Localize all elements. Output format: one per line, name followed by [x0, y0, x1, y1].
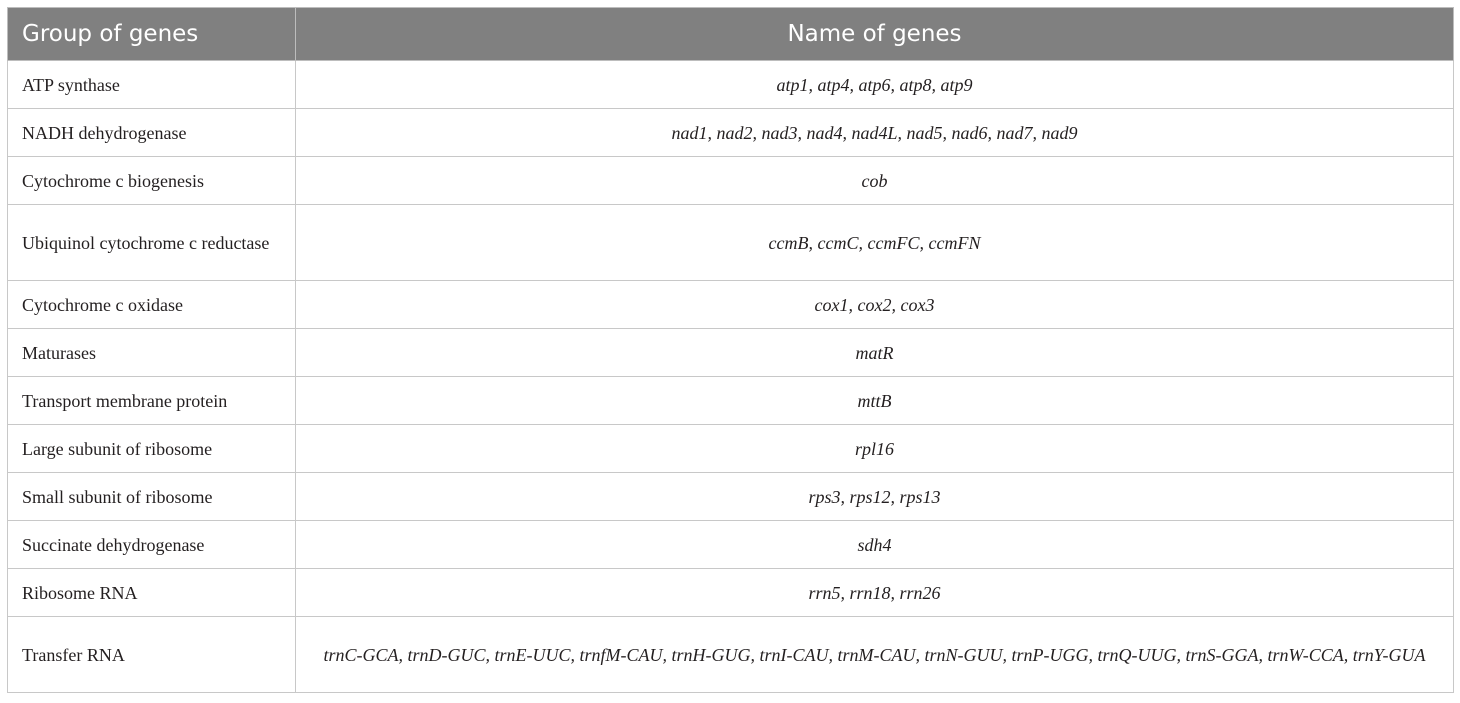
- group-cell: Transfer RNA: [7, 616, 296, 693]
- genes-cell: matR: [295, 328, 1454, 377]
- table-row: Small subunit of ribosome rps3, rps12, r…: [7, 472, 1454, 521]
- genes-cell: rps3, rps12, rps13: [295, 472, 1454, 521]
- genes-cell: atp1, atp4, atp6, atp8, atp9: [295, 60, 1454, 109]
- genes-cell: cox1, cox2, cox3: [295, 280, 1454, 329]
- table-row: Maturases matR: [7, 328, 1454, 377]
- table-row: Cytochrome c biogenesis cob: [7, 156, 1454, 205]
- genes-cell: mttB: [295, 376, 1454, 425]
- genes-cell: ccmB, ccmC, ccmFC, ccmFN: [295, 204, 1454, 281]
- header-row: Group of genes Name of genes: [7, 7, 1454, 61]
- gene-table-container: Group of genes Name of genes ATP synthas…: [7, 7, 1454, 693]
- table-row: Large subunit of ribosome rpl16: [7, 424, 1454, 473]
- group-cell: ATP synthase: [7, 60, 296, 109]
- gene-table: Group of genes Name of genes ATP synthas…: [7, 7, 1454, 693]
- group-cell: Large subunit of ribosome: [7, 424, 296, 473]
- table-row: ATP synthase atp1, atp4, atp6, atp8, atp…: [7, 60, 1454, 109]
- header-group-of-genes: Group of genes: [7, 7, 296, 61]
- genes-cell: trnC-GCA, trnD-GUC, trnE-UUC, trnfM-CAU,…: [295, 616, 1454, 693]
- genes-cell: sdh4: [295, 520, 1454, 569]
- group-cell: Succinate dehydrogenase: [7, 520, 296, 569]
- table-row: Cytochrome c oxidase cox1, cox2, cox3: [7, 280, 1454, 329]
- table-row: Transfer RNA trnC-GCA, trnD-GUC, trnE-UU…: [7, 616, 1454, 693]
- group-cell: Transport membrane protein: [7, 376, 296, 425]
- genes-cell: rrn5, rrn18, rrn26: [295, 568, 1454, 617]
- group-cell: NADH dehydrogenase: [7, 108, 296, 157]
- group-cell: Ubiquinol cytochrome c reductase: [7, 204, 296, 281]
- group-cell: Small subunit of ribosome: [7, 472, 296, 521]
- group-cell: Ribosome RNA: [7, 568, 296, 617]
- genes-cell: rpl16: [295, 424, 1454, 473]
- group-cell: Cytochrome c biogenesis: [7, 156, 296, 205]
- genes-cell: nad1, nad2, nad3, nad4, nad4L, nad5, nad…: [295, 108, 1454, 157]
- table-header: Group of genes Name of genes: [7, 7, 1454, 61]
- table-body: ATP synthase atp1, atp4, atp6, atp8, atp…: [7, 60, 1454, 693]
- header-name-of-genes: Name of genes: [295, 7, 1454, 61]
- table-row: Ubiquinol cytochrome c reductase ccmB, c…: [7, 204, 1454, 281]
- table-row: Succinate dehydrogenase sdh4: [7, 520, 1454, 569]
- group-cell: Maturases: [7, 328, 296, 377]
- table-row: NADH dehydrogenase nad1, nad2, nad3, nad…: [7, 108, 1454, 157]
- group-cell: Cytochrome c oxidase: [7, 280, 296, 329]
- table-row: Transport membrane protein mttB: [7, 376, 1454, 425]
- genes-cell: cob: [295, 156, 1454, 205]
- table-row: Ribosome RNA rrn5, rrn18, rrn26: [7, 568, 1454, 617]
